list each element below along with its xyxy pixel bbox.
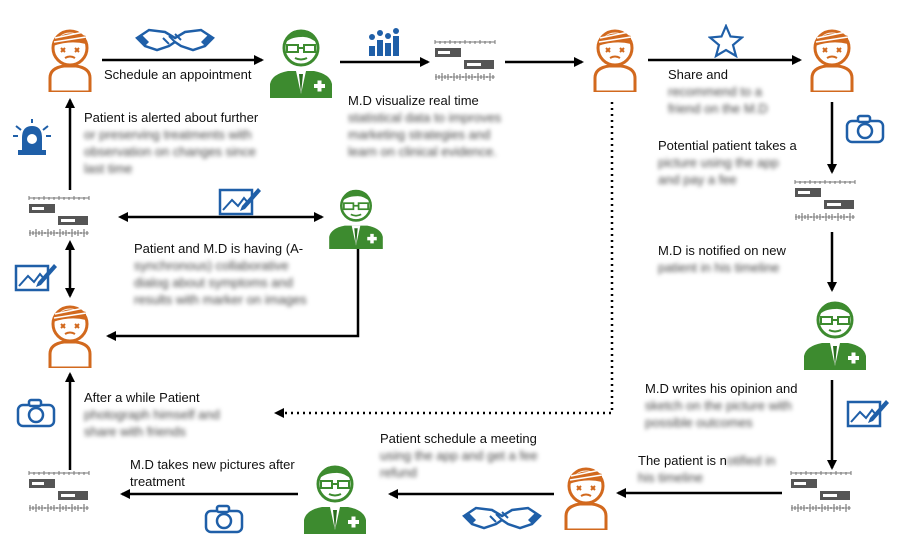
patient-icon-top-left	[40, 22, 100, 92]
timeline-icon-right-upper	[794, 180, 856, 224]
sketch-icon-left	[14, 262, 58, 292]
label-schedule: Schedule an appointment	[104, 67, 252, 82]
handshake-icon-bottom	[461, 502, 543, 532]
alarm-icon	[12, 118, 52, 158]
patient-icon-top-right	[802, 22, 862, 92]
label-after: After a while Patient photograph himself…	[84, 390, 220, 439]
patient-icon-top-middle	[585, 22, 645, 92]
label-meeting: Patient schedule a meeting using the app…	[380, 431, 538, 480]
camera-icon-left	[16, 398, 56, 428]
label-potential: Potential patient takes a picture using …	[658, 138, 797, 187]
dotted-arrow	[274, 102, 614, 418]
label-share: Share and recommend to a friend on the M…	[668, 67, 768, 116]
patient-icon-bottom	[556, 460, 616, 530]
chart-icon	[366, 28, 402, 58]
star-icon	[708, 24, 744, 58]
timeline-icon-bottom-left	[28, 471, 90, 515]
camera-icon-bottom	[204, 504, 244, 534]
label-notified: M.D is notified on new patient in his ti…	[658, 243, 786, 275]
doctor-icon-right	[800, 296, 870, 370]
doctor-icon-center	[323, 185, 389, 249]
label-newpics: M.D takes new pictures after treatment	[130, 457, 295, 489]
doctor-icon-top	[266, 24, 336, 98]
timeline-icon-top	[434, 40, 496, 84]
doctor-icon-bottom	[300, 460, 370, 534]
timeline-icon-right-lower	[790, 471, 852, 515]
arrow-doctor-to-patient	[106, 248, 360, 341]
label-collab: Patient and M.D is having (A- synchronou…	[134, 241, 307, 307]
label-visualize: M.D visualize real time statistical data…	[348, 93, 502, 159]
patient-icon-left	[40, 298, 100, 368]
label-opinion: M.D writes his opinion and sketch on the…	[645, 381, 798, 430]
camera-icon-right	[845, 114, 885, 144]
label-patient-notified: The patient is notified in his timeline	[638, 453, 776, 485]
sketch-icon-center	[218, 186, 262, 216]
sketch-icon-right	[846, 398, 890, 428]
label-alerted: Patient is alerted about further or pres…	[84, 110, 259, 176]
timeline-icon-left	[28, 196, 90, 240]
handshake-icon-top	[134, 24, 216, 54]
